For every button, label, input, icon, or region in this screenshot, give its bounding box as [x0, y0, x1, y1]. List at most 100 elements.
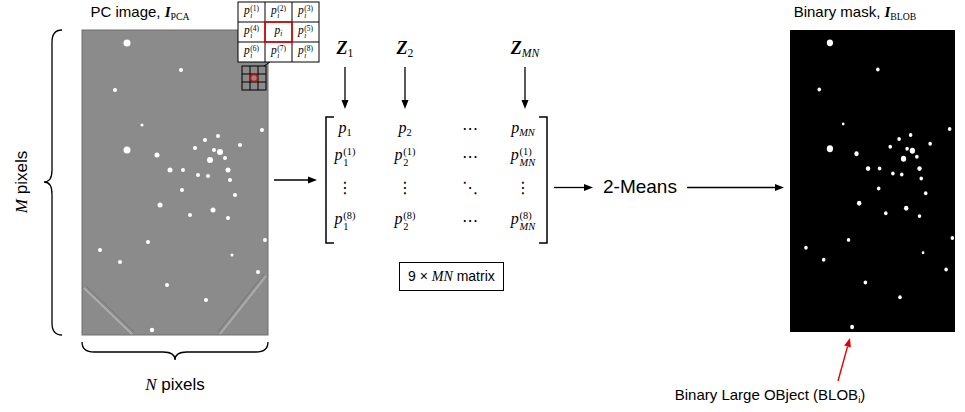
down-arrow: [524, 67, 525, 101]
text-part: ): [860, 386, 865, 403]
table-cell: p(8)i: [298, 44, 313, 60]
superscript: (1): [403, 147, 415, 158]
size-text: 9 ×MNmatrix: [408, 268, 495, 286]
subscript: 2: [406, 127, 411, 138]
script-stack: (8)MN: [520, 211, 536, 233]
script-stack: (1)i: [250, 4, 259, 20]
matrix-entry: ⋯: [462, 211, 478, 230]
superscript: (2): [277, 4, 286, 12]
image-title: PC image, IPCA: [90, 3, 189, 22]
matrix-entry: p(1)2: [395, 145, 416, 169]
neighbourhood-grid: [238, 2, 319, 62]
table-cell: p(6)i: [244, 44, 259, 60]
superscript: (5): [304, 24, 313, 32]
superscript: (8): [520, 211, 536, 222]
script-stack: (6)i: [250, 44, 259, 60]
text-part: ⋮: [515, 178, 531, 197]
pc-image-box: PC image,IPCA: [82, 30, 268, 335]
subscript: i: [858, 394, 860, 405]
text-part: p: [395, 210, 403, 227]
matrix-entry: ⋱: [462, 178, 478, 197]
subscript: i: [250, 52, 259, 60]
process-text: 2-Means: [603, 176, 677, 199]
text-part: ⋯: [462, 119, 478, 138]
text-part: p: [298, 44, 304, 56]
arrow-line: [274, 179, 309, 180]
text-part: p: [298, 4, 304, 16]
vector-label: Z1: [337, 38, 354, 61]
text-part: matrix: [457, 268, 495, 284]
text-part: p: [335, 210, 343, 227]
width-brace: [82, 342, 268, 360]
arrow-head: [308, 176, 317, 183]
text-part: p: [338, 119, 346, 136]
text-part: p: [335, 146, 343, 163]
superscript: (4): [250, 24, 259, 32]
grid-lines: [238, 2, 319, 62]
superscript: (8): [403, 211, 415, 222]
subscript: MN: [519, 127, 535, 138]
table-cell: p(4)i: [244, 24, 259, 40]
binary-mask: [790, 30, 955, 332]
superscript: (3): [304, 4, 313, 12]
pixel-window: [242, 62, 270, 90]
text-part: p: [511, 210, 519, 227]
left-bracket: [326, 117, 334, 243]
matrix-entry: pMN: [511, 118, 535, 139]
down-arrow: [404, 67, 405, 101]
text-part: ⋮: [397, 178, 413, 197]
text-part: p: [244, 44, 250, 56]
matrix-entry: ⋯: [462, 119, 478, 138]
superscript: (1): [250, 4, 259, 12]
subscript: i: [304, 32, 313, 40]
script-stack: (4)i: [250, 24, 259, 40]
subscript: 1: [346, 127, 351, 138]
text-part: p: [271, 44, 277, 56]
text-part: Binary Large OBject (: [675, 386, 818, 403]
blob-pointer: [838, 338, 851, 381]
arrow-line: [554, 187, 585, 188]
matrix-entry: p1: [338, 118, 351, 139]
funnel-shadow: [218, 274, 264, 332]
text-part: p: [244, 24, 250, 36]
table-cell: p(7)i: [271, 44, 286, 60]
superscript: (1): [343, 147, 355, 158]
callout-text: Binary Large OBject (BLOBi): [675, 386, 866, 405]
center-cell: [265, 22, 292, 42]
dimension-label: Mpixels: [12, 151, 32, 213]
pc-image: [82, 30, 268, 335]
text-part: p: [511, 146, 519, 163]
mask-blobs: [804, 39, 954, 329]
subscript: i: [250, 32, 259, 40]
table-cell: p(5)i: [298, 24, 313, 40]
image-title: Binary mask,IBLOB: [794, 3, 917, 22]
superscript: (8): [304, 44, 313, 52]
matrix-brackets: [326, 117, 547, 243]
script-stack: (8)i: [304, 44, 313, 60]
column-arrows: [342, 67, 529, 109]
subscript: 2: [403, 158, 415, 169]
bright-spots: [98, 40, 267, 333]
matrix-entry: p(8)1: [335, 209, 356, 233]
subscript: i: [280, 30, 282, 39]
text-part: PC image,: [90, 3, 160, 20]
text-part: Binary mask,: [794, 3, 881, 20]
script-stack: (1)1: [343, 147, 355, 169]
matrix-entry: p(1)1: [335, 145, 356, 169]
center-pixel: [251, 75, 258, 82]
subscript: i: [304, 12, 313, 20]
text-part: 9 ×: [408, 268, 428, 284]
matrix-entry: ⋮: [397, 178, 413, 197]
script-stack: (8)2: [403, 211, 415, 233]
text-part: p: [395, 146, 403, 163]
subscript: PCA: [171, 11, 190, 22]
script-stack: (8)1: [343, 211, 355, 233]
text-part: Z: [397, 38, 408, 58]
height-brace: [44, 30, 62, 335]
text-part: I: [165, 4, 171, 20]
arrow-head: [402, 100, 409, 109]
subscript: i: [250, 12, 259, 20]
matrix-entry: ⋮: [515, 178, 531, 197]
script-stack: (1)2: [403, 147, 415, 169]
